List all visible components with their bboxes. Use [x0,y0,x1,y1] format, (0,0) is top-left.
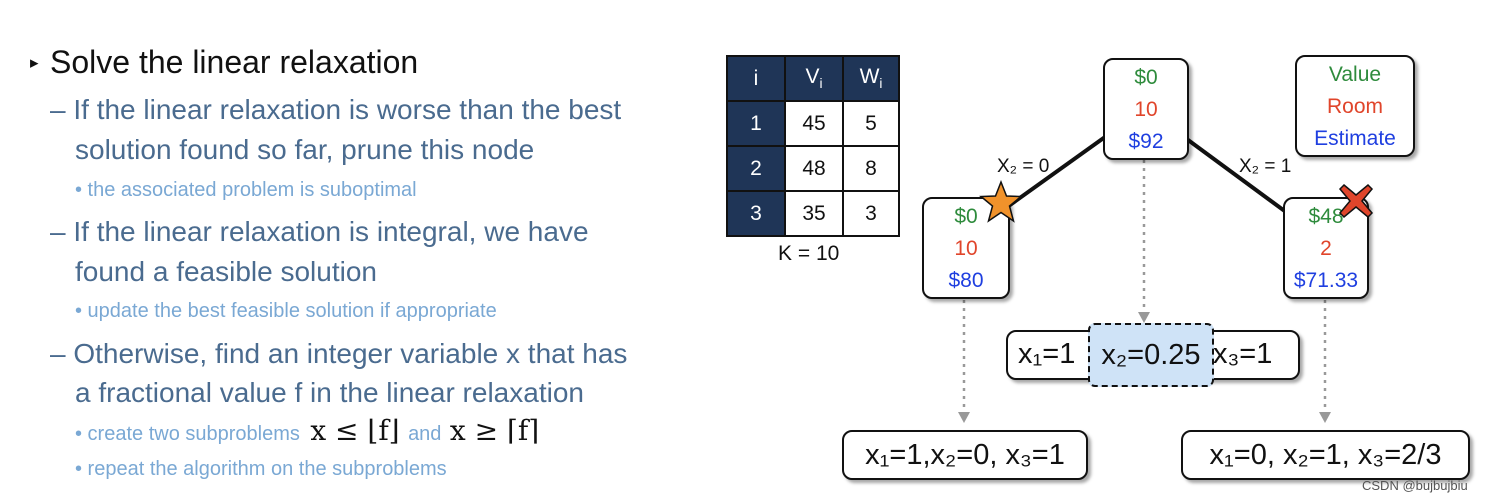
item3-sub2: • repeat the algorithm on the subproblem… [75,458,447,480]
arrowhead-icon [958,412,970,423]
node-value: $0 [954,205,978,228]
node-room: 10 [954,237,978,260]
table-row: 3 35 3 [726,190,900,237]
cross-icon [1338,183,1374,219]
item2-line1: – If the linear relaxation is integral, … [50,216,589,247]
arrowhead-icon [1319,412,1331,423]
item3-sub1: • create two subproblems x ≤ ⌊f⌋ and x ≥… [75,414,539,447]
star-icon [978,180,1024,223]
table-cell: 1 [726,100,786,147]
left-node: $0 10 $80 [922,197,1010,299]
item1-line1: – If the linear relaxation is worse than… [50,94,622,125]
table-cell: 3 [726,190,786,237]
table-cell: 45 [784,100,844,147]
heading: Solve the linear relaxation [50,44,419,80]
table-cell: 2 [726,145,786,192]
node-value: $48 [1308,205,1344,228]
item3-line1: – Otherwise, find an integer variable x … [50,338,628,369]
fractional-highlight: x₂=0.25 [1088,323,1214,387]
solution-right: x₁=0, x₂=1, x₃=2/3 [1181,430,1470,480]
floor-math: x ≤ ⌊f⌋ [310,414,400,447]
item2-line2: found a feasible solution [75,256,377,287]
node-value: $0 [1134,66,1158,89]
item1-sub: • the associated problem is suboptimal [75,179,417,201]
item1-line2: solution found so far, prune this node [75,134,535,165]
value-weight-table: i Vi Wi 1 45 5 2 48 8 3 35 3 [726,55,900,237]
ceil-math: x ≥ ⌈f⌉ [449,414,540,447]
table-header-w: Wi [842,55,900,102]
watermark: CSDN @bujbujbiu [1362,478,1468,493]
item2-sub: • update the best feasible solution if a… [75,300,497,322]
table-cell: 35 [784,190,844,237]
table-header-v: Vi [784,55,844,102]
table-header-row: i Vi Wi [726,55,900,102]
capacity-label: K = 10 [778,242,840,265]
node-estimate: $92 [1128,130,1164,153]
right-node: $48 2 $71.33 [1283,197,1369,299]
table-header-i: i [726,55,786,102]
item3-line2: a fractional value f in the linear relax… [75,377,584,408]
edge-right [1182,135,1288,214]
table-cell: 8 [842,145,900,192]
arrowhead-icon [1138,312,1150,323]
item3-sub1-and: and [408,423,442,445]
bullet-triangle-icon: ▸ [30,53,39,72]
relaxation-x3: x₃=1 [1213,338,1273,370]
node-room: 2 [1320,237,1332,260]
edge-label-left: X₂ = 0 [997,156,1050,177]
table-cell: 48 [784,145,844,192]
legend-estimate: Estimate [1314,127,1396,150]
item3-sub1-text: • create two subproblems [75,423,300,445]
legend-value: Value [1328,63,1382,86]
table-row: 1 45 5 [726,100,900,147]
node-room: 10 [1134,98,1158,121]
node-estimate: $80 [948,269,984,292]
node-estimate: $71.33 [1293,269,1359,292]
legend-room: Room [1326,95,1384,118]
table-row: 2 48 8 [726,145,900,192]
relaxation-x1: x₁=1 [1018,338,1076,370]
legend-box: Value Room Estimate [1295,55,1415,157]
edge-label-right: X₂ = 1 [1239,156,1292,177]
solution-left: x₁=1,x₂=0, x₃=1 [842,430,1088,480]
root-node: $0 10 $92 [1103,58,1189,160]
table-cell: 5 [842,100,900,147]
table-cell: 3 [842,190,900,237]
